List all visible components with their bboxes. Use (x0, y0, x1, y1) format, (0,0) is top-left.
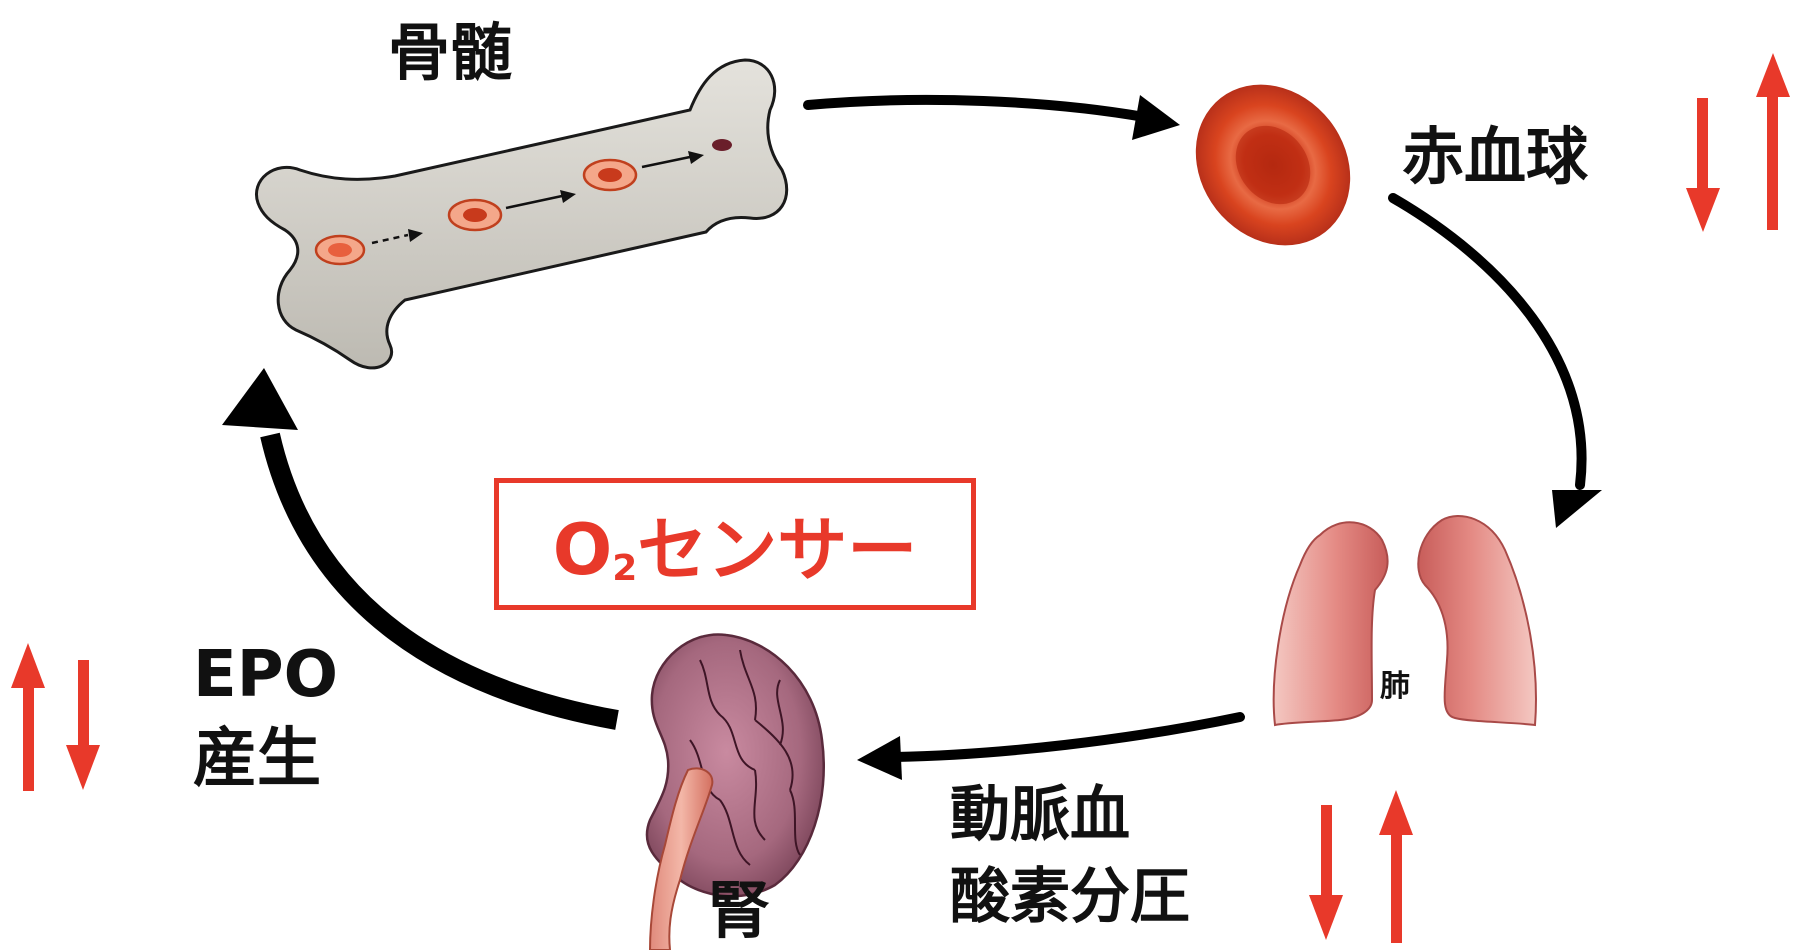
o2-sensor-o: O (553, 509, 613, 591)
label-red-blood-cell: 赤血球 (1402, 126, 1588, 188)
label-kidney: 腎 (708, 880, 770, 942)
marrow-cell-2 (449, 200, 501, 230)
label-arterial-o2-pressure: 動脈血 酸素分圧 (950, 775, 1190, 938)
red-up-arrow (11, 643, 45, 791)
arrow-lung-to-kidney (857, 717, 1240, 780)
red-down-arrow (1309, 805, 1343, 940)
red-up-arrow (1756, 53, 1790, 230)
o2-sensor-suffix: センサー (637, 509, 917, 591)
marrow-cell-1 (316, 236, 364, 264)
label-lung: 肺 (1380, 672, 1410, 702)
marrow-cell-mature (712, 139, 732, 151)
marrow-cell-3 (584, 160, 636, 190)
pao2-trend-arrows (1309, 790, 1413, 943)
arrow-rbc-to-lung (1393, 198, 1602, 528)
bone-illustration (256, 60, 786, 368)
arrow-bone-to-rbc (808, 95, 1180, 140)
o2-sensor-box: O2センサー (494, 478, 976, 610)
label-bone-marrow: 骨髄 (388, 22, 512, 84)
label-epo-production: EPO 産生 (193, 633, 338, 802)
o2-sensor-label: O2センサー (553, 494, 918, 595)
red-down-arrow (1686, 98, 1720, 232)
epo-trend-arrows (11, 643, 100, 791)
rbc-illustration (1164, 54, 1382, 277)
o2-sensor-subscript: 2 (612, 548, 637, 589)
red-up-arrow (1379, 790, 1413, 943)
rbc-trend-arrows (1686, 53, 1790, 232)
red-down-arrow (66, 660, 100, 790)
